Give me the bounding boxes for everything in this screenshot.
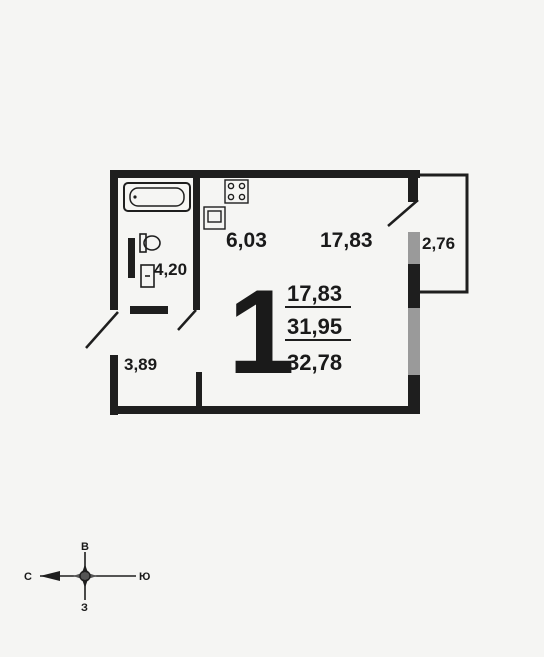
inner-door-swing (177, 309, 197, 331)
balcony (418, 173, 469, 294)
entrance-door-swing (85, 311, 119, 349)
wall-right-mid (408, 264, 420, 308)
toilet (139, 233, 161, 253)
wall-left-upper (110, 170, 118, 310)
compass-west: З (81, 602, 88, 614)
bathroom-area: 4,20 (154, 260, 187, 279)
wall-hall-right (196, 372, 202, 412)
wall-right-lower (408, 375, 420, 413)
wall-bath-right (193, 170, 200, 310)
hall-area: 3,89 (124, 355, 157, 374)
summary-total-with-balcony: 32,78 (287, 350, 342, 375)
balcony-area: 2,76 (422, 234, 455, 253)
compass-arrow-west (40, 571, 60, 581)
stove (224, 179, 249, 204)
windows (408, 232, 420, 375)
balcony-door-swing (387, 199, 419, 227)
bathroom-sink (140, 264, 155, 288)
living-area: 17,83 (320, 229, 373, 252)
kitchen-area: 6,03 (226, 229, 267, 252)
compass-north: С (24, 571, 32, 583)
wall-bath-bottom (130, 306, 168, 314)
window-bottom (408, 308, 420, 375)
compass-south: Ю (139, 571, 150, 583)
summary-living: 17,83 (287, 281, 342, 306)
window-top (408, 232, 420, 264)
wall-top (110, 170, 420, 178)
kitchen-sink (203, 206, 226, 230)
interior-walls (128, 170, 202, 412)
outer-walls (110, 170, 420, 415)
rooms-count: 1 (228, 265, 295, 399)
summary-total: 31,95 (287, 314, 342, 339)
wall-left-lower (110, 355, 118, 415)
wall-bath-inner (128, 238, 135, 278)
wall-bottom (110, 406, 420, 414)
bathtub (123, 182, 191, 212)
compass-east: В (81, 541, 89, 553)
compass-rose: С В Ю З (24, 541, 150, 614)
balcony-door-stub (410, 185, 418, 199)
